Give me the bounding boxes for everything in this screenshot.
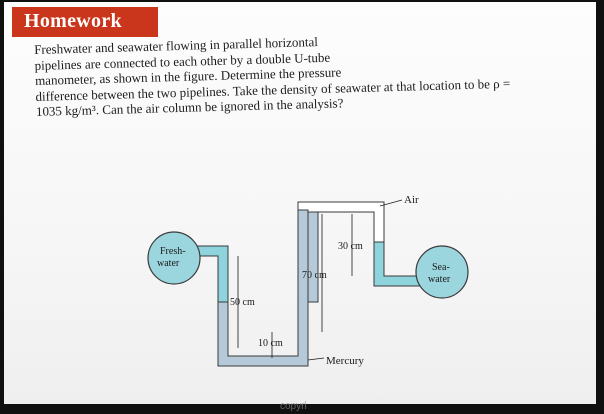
air-label: Air xyxy=(404,194,419,206)
title-bar: Homework xyxy=(12,7,158,37)
mercury-right-leg xyxy=(307,211,319,303)
presentation-slide: Homework Freshwater and seawater flowing… xyxy=(4,2,596,404)
dim-10-label: 10 cm xyxy=(258,338,283,349)
manometer-figure: Fresh- water Sea- water Air Mercury 50 c… xyxy=(147,194,469,367)
mercury-label: Mercury xyxy=(326,355,364,367)
mercury-leader-line xyxy=(307,357,325,361)
seawater-label-2: water xyxy=(428,274,451,285)
seawater-column xyxy=(373,241,421,287)
air-leader-line xyxy=(379,199,403,207)
seawater-label-1: Sea- xyxy=(432,262,450,273)
dim-70-label: 70 cm xyxy=(302,270,327,281)
dim-50-label: 50 cm xyxy=(230,297,255,308)
freshwater-pipe xyxy=(147,231,201,285)
freshwater-label-2: water xyxy=(157,258,180,269)
seawater-pipe xyxy=(415,245,469,299)
freshwater-label-1: Fresh- xyxy=(160,246,186,257)
footer-fragment: copyri xyxy=(280,401,307,412)
dim-30-label: 30 cm xyxy=(338,241,363,252)
slide-title: Homework xyxy=(24,10,122,32)
